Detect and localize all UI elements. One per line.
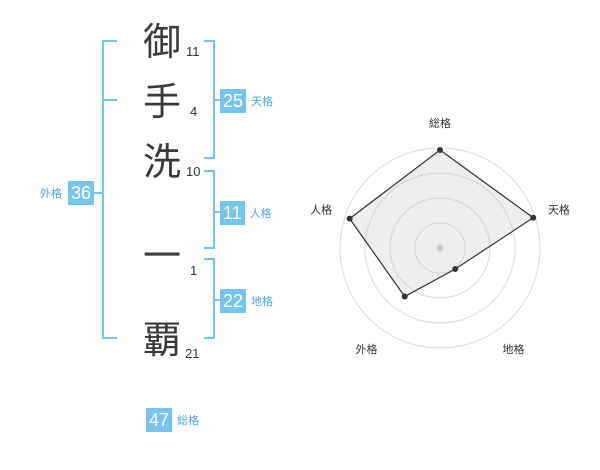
radar-center-dot <box>437 245 443 251</box>
name-char-2-strokes: 4 <box>190 104 198 119</box>
radar-point-4 <box>401 293 408 300</box>
tenkaku-group: 25 天格 <box>220 89 273 113</box>
soukaku-group: 47 総格 <box>146 408 199 432</box>
radar-point-3 <box>452 266 459 273</box>
radar-ring-2 <box>389 197 491 299</box>
radar-point-5 <box>346 215 353 222</box>
jinkaku-label: 人格 <box>249 207 272 220</box>
name-char-4: 一 <box>142 234 181 278</box>
radar-point-1 <box>437 147 443 153</box>
name-char-5-strokes: 21 <box>185 346 200 361</box>
chikaku-value: 22 <box>220 289 247 313</box>
chikaku-label: 地格 <box>251 295 274 308</box>
gaikaku-label: 外格 <box>40 187 62 200</box>
name-char-1: 御 <box>142 20 181 64</box>
radar-ring-1 <box>414 222 466 274</box>
jinkaku-bracket <box>204 170 215 249</box>
radar-area <box>348 149 535 298</box>
chikaku-group: 22 地格 <box>220 289 273 313</box>
gaikaku-group: 外格 36 <box>40 181 95 205</box>
soukaku-value: 47 <box>146 408 173 432</box>
radar-axis-label-5: 人格 <box>310 202 332 216</box>
jinkaku-value: 11 <box>220 201 245 225</box>
radar-axis-label-2: 天格 <box>548 202 570 216</box>
name-char-2: 手 <box>142 80 181 124</box>
radar-axis-label-3: 地格 <box>502 342 524 356</box>
soukaku-label: 総格 <box>177 414 200 427</box>
name-char-1-strokes: 11 <box>186 44 200 59</box>
radar-ring-3 <box>364 172 516 324</box>
chikaku-bracket <box>204 258 215 339</box>
name-char-3-strokes: 10 <box>186 164 201 179</box>
radar-axis-label-4: 外格 <box>356 342 378 356</box>
name-char-5: 覇 <box>142 318 181 362</box>
jinkaku-group: 11 人格 <box>220 201 272 225</box>
gaikaku-value: 36 <box>68 181 95 205</box>
name-char-3: 洗 <box>142 140 181 184</box>
name-char-4-strokes: 1 <box>190 263 198 278</box>
gaikaku-bracket <box>102 40 117 339</box>
radar-point-2 <box>530 214 537 221</box>
tenkaku-value: 25 <box>220 89 247 113</box>
tenkaku-label: 天格 <box>251 95 274 108</box>
radar-axis-label-1: 総格 <box>429 116 451 130</box>
